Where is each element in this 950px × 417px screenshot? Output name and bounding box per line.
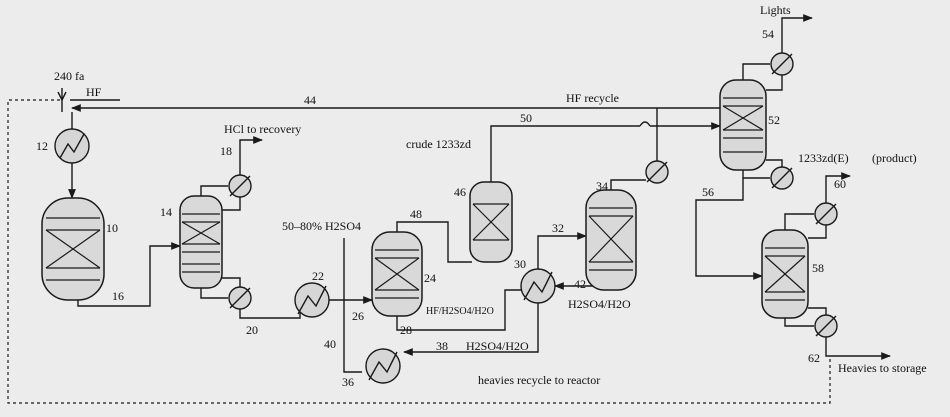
ref-14: 14 — [160, 205, 172, 219]
reflux-52 — [766, 75, 783, 91]
line-16 — [77, 242, 181, 307]
line-58-bottoms — [784, 318, 814, 327]
h2so4-h2o-label-42: H2SO4/H2O — [568, 297, 631, 311]
acid-feed-label: 50–80% H2SO4 — [282, 219, 361, 233]
reboiler-52 — [770, 166, 794, 190]
ref-38: 38 — [436, 339, 448, 353]
ref-56: 56 — [702, 185, 714, 199]
condenser-52 — [770, 52, 794, 76]
line-38 — [403, 303, 539, 356]
line-20 — [239, 309, 301, 319]
line-14-overhead — [200, 185, 228, 196]
ref-46: 46 — [454, 185, 466, 199]
reflux-14 — [222, 197, 241, 211]
ref-44: 44 — [304, 93, 316, 107]
lights-label: Lights — [760, 3, 791, 17]
reboil-return-58 — [808, 307, 827, 315]
reboiler-58 — [814, 314, 838, 338]
ref-30: 30 — [514, 257, 526, 271]
ref-24: 24 — [424, 271, 436, 285]
line-58-overhead — [784, 213, 814, 230]
heat-exchanger-36 — [365, 348, 401, 384]
reflux-58 — [808, 225, 827, 239]
line-62 — [825, 337, 891, 360]
reboil-return-14 — [222, 277, 241, 287]
hf-feed-label: 240 fa — [54, 69, 85, 83]
condenser-34 — [645, 160, 669, 184]
line-60 — [825, 172, 851, 203]
crude-1233zd-label: crude 1233zd — [406, 137, 471, 151]
phase-separator-24 — [371, 231, 423, 317]
column-52 — [719, 79, 767, 171]
ref-62: 62 — [808, 351, 820, 365]
ref-60: 60 — [834, 177, 846, 191]
ref-10: 10 — [106, 221, 118, 235]
ref-42: 42 — [574, 277, 586, 291]
hf-label: HF — [86, 85, 102, 99]
hf-h2so4-h2o-label: HF/H2SO4/H2O — [426, 306, 494, 317]
column-46 — [469, 181, 513, 263]
line-56 — [695, 178, 763, 280]
line-50-crossover — [639, 121, 651, 127]
column-34 — [585, 189, 637, 291]
reboil-return-52 — [766, 159, 783, 167]
hf-feed-line — [57, 88, 120, 112]
ref-20: 20 — [246, 323, 258, 337]
heat-exchanger-22 — [294, 282, 330, 318]
product-name-label: 1233zd(E) — [798, 151, 849, 165]
product-label: (product) — [872, 151, 917, 165]
condenser-58 — [814, 202, 838, 226]
line-28 — [396, 289, 522, 331]
line-34-overhead — [610, 179, 646, 190]
ref-26: 26 — [352, 309, 364, 323]
ref-58: 58 — [812, 261, 824, 275]
condenser-14 — [228, 174, 252, 198]
line-52-overhead — [742, 63, 770, 80]
ref-48: 48 — [410, 207, 422, 221]
hf-recycle-label: HF recycle — [566, 91, 619, 105]
heavies-to-storage-label: Heavies to storage — [838, 361, 927, 375]
reboiler-14 — [228, 286, 252, 310]
ref-28: 28 — [400, 323, 412, 337]
line-54 — [781, 14, 813, 53]
line-48 — [396, 221, 472, 263]
heat-exchanger-30 — [520, 268, 556, 304]
ref-12: 12 — [36, 139, 48, 153]
h2so4-h2o-label-38: H2SO4/H2O — [466, 339, 529, 353]
column-14 — [179, 195, 223, 289]
ref-52: 52 — [768, 113, 780, 127]
line-32 — [537, 232, 587, 269]
ref-34: 34 — [596, 179, 608, 193]
ref-54: 54 — [762, 27, 774, 41]
line-18 — [239, 136, 263, 175]
ref-32: 32 — [552, 221, 564, 235]
hcl-to-recovery-label: HCl to recovery — [224, 122, 301, 136]
ref-40: 40 — [324, 337, 336, 351]
heat-exchanger-12 — [54, 128, 90, 164]
line-14-bottoms — [200, 288, 228, 299]
acid-feed-line — [343, 238, 362, 373]
ref-18: 18 — [220, 144, 232, 158]
line-52-bottoms — [742, 170, 770, 179]
reactor-10 — [41, 197, 105, 301]
ref-22: 22 — [312, 269, 324, 283]
ref-50: 50 — [520, 111, 532, 125]
ref-16: 16 — [112, 289, 124, 303]
heavies-recycle-label: heavies recycle to reactor — [478, 373, 600, 387]
ref-36: 36 — [342, 375, 354, 389]
heavies-recycle-dotted-line — [7, 99, 831, 404]
column-58 — [761, 229, 809, 319]
line-50 — [490, 126, 720, 182]
